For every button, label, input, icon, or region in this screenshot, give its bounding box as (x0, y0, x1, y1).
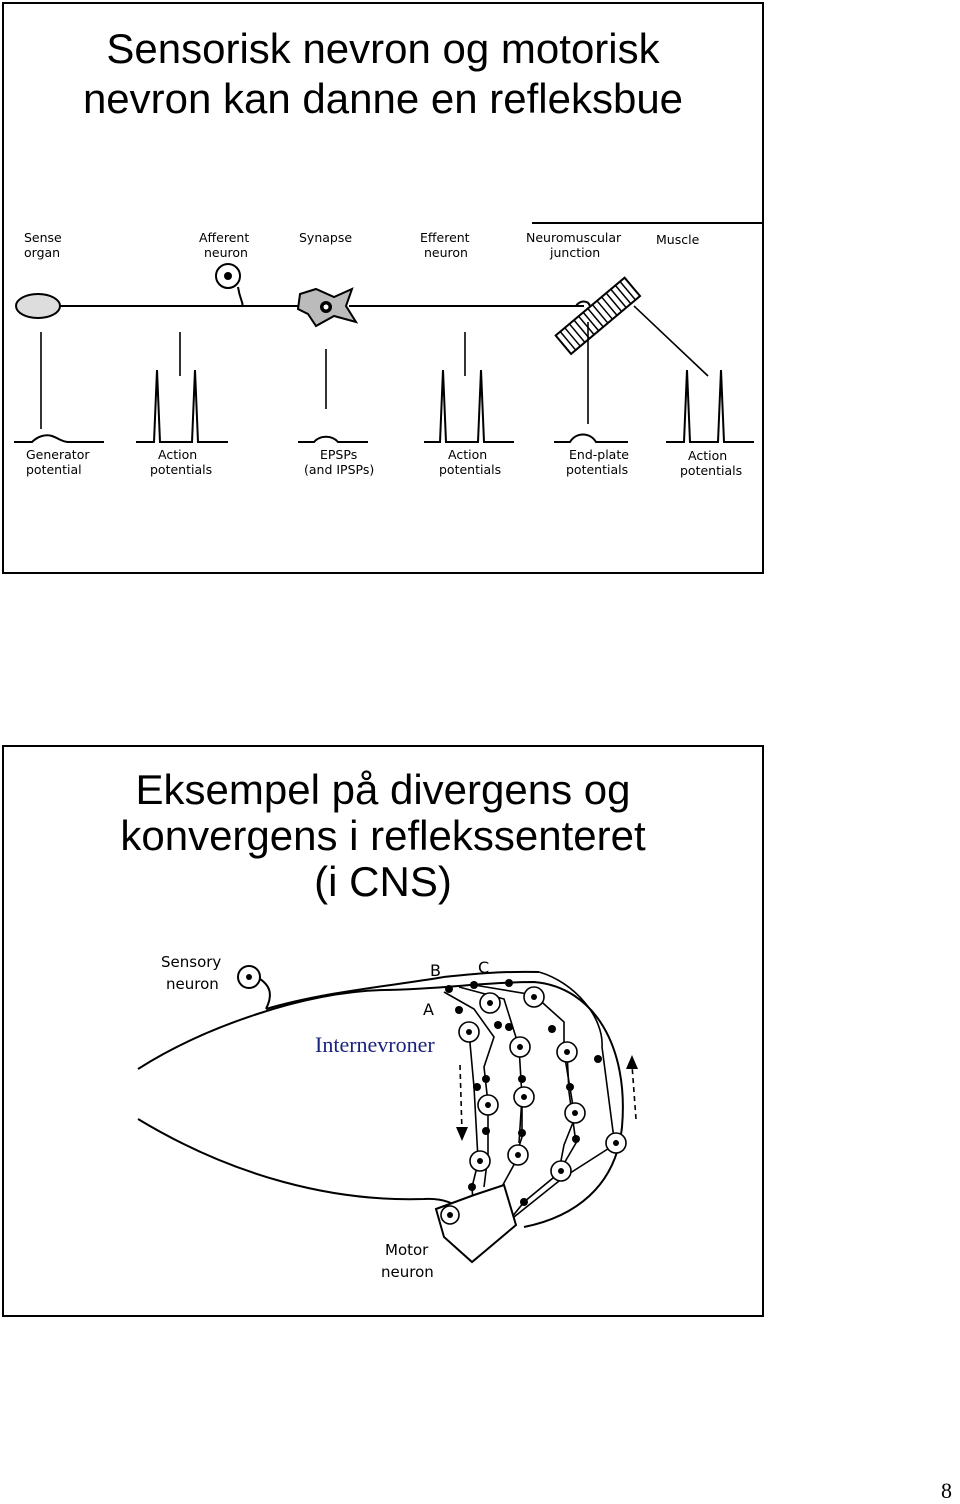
top-label-afferent-neuron: Afferent neuron (199, 230, 249, 260)
label-potentials-1: potentials (150, 462, 212, 477)
label-sensory-neuron: neuron (166, 975, 219, 993)
recording-electrodes (40, 305, 709, 429)
wave-epsps (298, 435, 368, 443)
label-end-plate: End-plate (569, 447, 629, 462)
arrowhead-down (456, 1127, 468, 1141)
bottom-label-action-3: Action potentials (680, 448, 742, 478)
label-afferent: Afferent (199, 230, 249, 245)
motor-neuron-cell-icon (434, 1183, 518, 1264)
bottom-label-action-1: Action potentials (150, 447, 212, 477)
synaptic-knobs (445, 979, 602, 1231)
label-sensory: Sensory (161, 953, 221, 971)
label-epsps: EPSPs (320, 447, 357, 462)
cns-outline (137, 980, 624, 1248)
reflex-center-diagram: Sensory neuron B C A Internevroner (137, 953, 638, 1281)
label-junction: junction (549, 245, 600, 260)
slide2-title-line2: konvergens i reflekssenteret (120, 812, 646, 859)
dashed-arrows (459, 1064, 637, 1133)
slide1-title-line2: nevron kan danne en refleksbue (82, 75, 684, 122)
slide2-title-line3: (i CNS) (314, 858, 452, 905)
slide1-title: Sensorisk nevron og motorisk nevron kan … (4, 24, 762, 124)
label-ipsps: (and IPSPs) (304, 462, 374, 477)
sense-organ-icon (15, 293, 61, 319)
label-potentials-3: potentials (566, 462, 628, 477)
bottom-label-generator: Generator potential (26, 447, 90, 477)
nmj-icon (575, 300, 591, 307)
label-generator: Generator (26, 447, 90, 462)
label-b: B (430, 961, 441, 980)
label-generator-potential: potential (26, 462, 82, 477)
slide2-title: Eksempel på divergens og konvergens i re… (4, 767, 762, 905)
top-label-neuromuscular-junction: Neuromuscular junction (526, 230, 622, 260)
bottom-label-end-plate: End-plate potentials (566, 447, 629, 477)
top-label-synapse: Synapse (299, 230, 352, 245)
label-muscle: Muscle (656, 232, 700, 247)
top-label-efferent-neuron: Efferent neuron (420, 230, 470, 260)
muscle-fiber-icon (554, 276, 642, 356)
arrowhead-up (626, 1055, 638, 1069)
bottom-label-epsps: EPSPs (and IPSPs) (304, 447, 374, 477)
slide-reflex-arc: Sensorisk nevron og motorisk nevron kan … (2, 2, 764, 574)
label-action-1: Action (158, 447, 197, 462)
label-motor: Motor (385, 1241, 429, 1259)
reflex-arc-diagram: Sense organ Afferent neuron Synapse Effe… (14, 222, 762, 478)
bottom-label-action-2: Action potentials (439, 447, 501, 477)
wave-end-plate (554, 433, 628, 443)
wave-action-3 (666, 369, 754, 443)
interneuron-cells (458, 986, 627, 1182)
label-neuromuscular: Neuromuscular (526, 230, 622, 245)
slide-divergence-convergence: Eksempel på divergens og konvergens i re… (2, 745, 764, 1317)
wave-generator (14, 434, 104, 443)
slide1-title-line1: Sensorisk nevron og motorisk (106, 25, 660, 72)
label-efferent-neuron: neuron (424, 245, 468, 260)
label-organ: organ (24, 245, 60, 260)
label-c: C (478, 958, 489, 977)
label-efferent: Efferent (420, 230, 470, 245)
label-action-3: Action (688, 448, 727, 463)
top-label-muscle: Muscle (656, 232, 700, 247)
interneuron-nuclei (466, 994, 619, 1174)
wave-action-1 (136, 369, 228, 443)
label-afferent-neuron: neuron (204, 245, 248, 260)
label-potentials-4: potentials (680, 463, 742, 478)
waveforms (14, 369, 754, 443)
slide2-title-line1: Eksempel på divergens og (135, 766, 631, 813)
label-action-2: Action (448, 447, 487, 462)
sensory-neuron: Sensory neuron (161, 953, 540, 1010)
label-sense: Sense (24, 230, 62, 245)
label-a: A (423, 1000, 434, 1019)
wave-action-2 (424, 369, 514, 443)
label-synapse: Synapse (299, 230, 352, 245)
top-label-sense-organ: Sense organ (24, 230, 62, 260)
page-number: 8 (941, 1478, 952, 1503)
label-internevroner: Internevroner (315, 1032, 435, 1057)
label-potentials-2: potentials (439, 462, 501, 477)
label-motor-neuron: neuron (381, 1263, 434, 1281)
